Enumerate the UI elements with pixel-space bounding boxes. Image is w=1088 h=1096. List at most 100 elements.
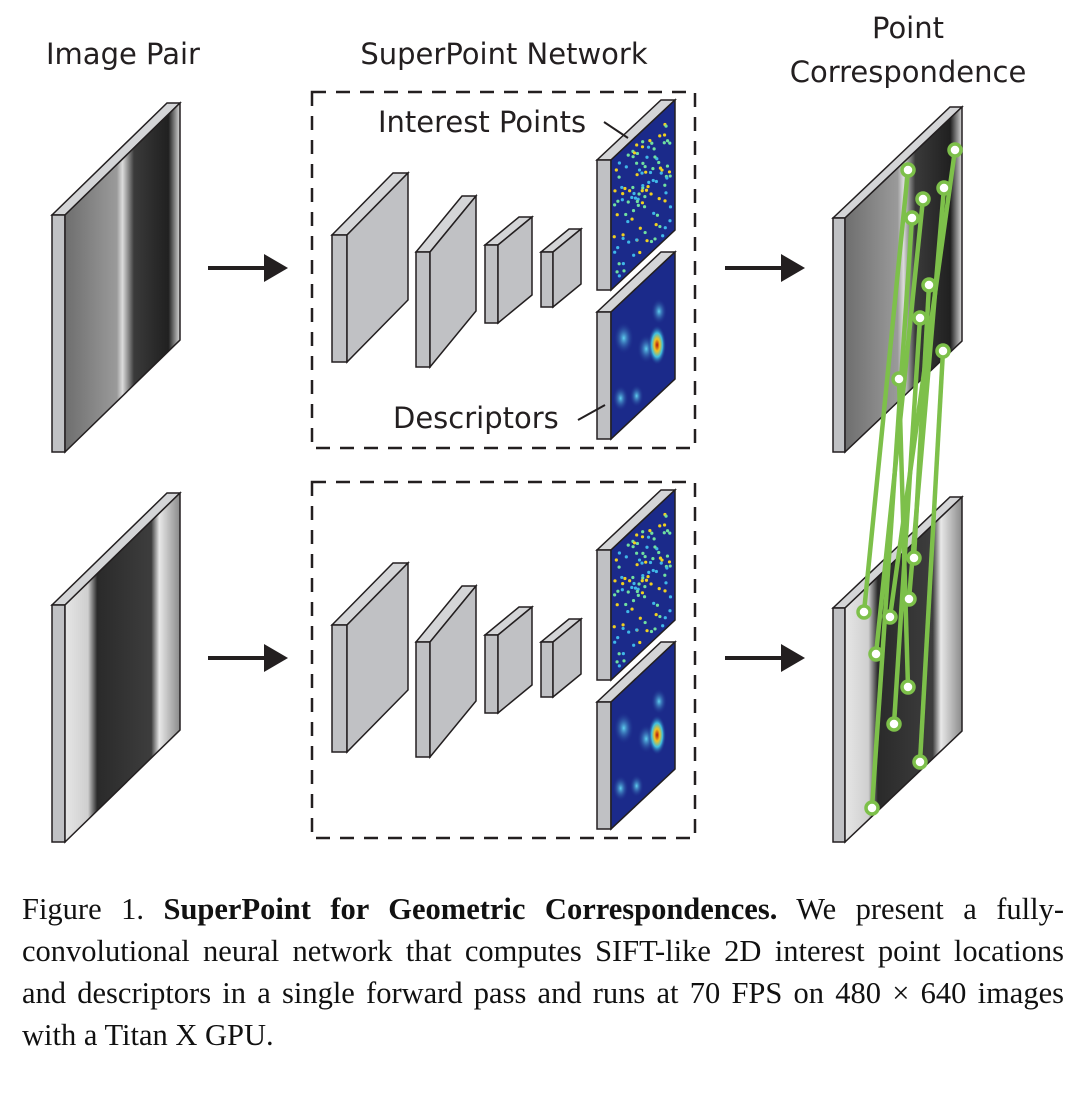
match-point	[864, 800, 880, 816]
layer2-top	[414, 193, 478, 370]
keypoint-dot	[648, 139, 652, 143]
keypoint-dot	[662, 531, 666, 535]
match-point	[904, 210, 920, 226]
keypoint-dot	[628, 189, 632, 193]
keypoint-dot	[621, 652, 625, 656]
keypoint-dot	[630, 607, 634, 611]
keypoint-dot	[624, 602, 628, 607]
keypoint-dot	[613, 189, 617, 193]
keypoint-dot	[617, 161, 621, 165]
output-image-top-face	[844, 105, 963, 454]
keypoint-dot	[633, 196, 638, 200]
keypoint-dot	[668, 564, 672, 568]
caption-label: Figure 1.	[22, 892, 144, 926]
match-point	[912, 754, 928, 770]
keypoint-dot	[640, 561, 644, 565]
descriptor-map-bottom-side	[596, 701, 612, 830]
keypoint-dot	[621, 262, 625, 266]
keypoint-dot	[663, 199, 667, 203]
keypoint-dot	[626, 153, 630, 157]
keypoint-dot	[668, 141, 672, 145]
keypoint-dot	[654, 223, 658, 227]
keypoint-dot	[641, 576, 645, 580]
keypoint-dot	[616, 199, 620, 203]
keypoint-dot	[630, 585, 634, 590]
keypoint-dot	[620, 198, 624, 202]
title-superpoint-network: SuperPoint Network	[360, 37, 647, 71]
keypoint-dot	[651, 178, 655, 183]
keypoint-dot	[621, 626, 625, 631]
keypoint-dot	[659, 561, 663, 565]
image-bottom-side	[51, 604, 66, 843]
keypoint-dot	[635, 173, 639, 177]
layer3-top-side	[484, 244, 499, 324]
keypoint-dot	[645, 629, 649, 633]
image-bottom	[50, 491, 182, 844]
interest-points-label: Interest Points	[378, 105, 586, 139]
keypoint-dot	[640, 171, 644, 175]
keypoint-dot	[649, 239, 654, 244]
keypoint-dot	[624, 555, 628, 559]
keypoint-dot	[635, 151, 640, 156]
layer2-top-side	[415, 251, 431, 368]
keypoint-dot	[652, 211, 656, 215]
keypoint-dot	[661, 624, 665, 628]
keypoint-dot	[615, 213, 619, 217]
descriptor-blob	[612, 775, 629, 802]
arrow-head-icon	[264, 644, 288, 672]
keypoint-dot	[635, 628, 639, 632]
keypoint-dot	[636, 203, 640, 207]
keypoint-dot	[668, 205, 673, 209]
layer1-top-face	[346, 171, 409, 364]
descriptor-map-top-side	[596, 311, 612, 440]
keypoint-dot	[632, 643, 636, 647]
keypoint-dot	[653, 545, 657, 549]
keypoint-dot	[638, 226, 642, 230]
keypoint-dot	[638, 616, 642, 620]
keypoint-dot	[645, 239, 649, 243]
keypoint-dot	[616, 636, 620, 640]
layer3-top-face	[497, 215, 533, 325]
keypoint-dot	[631, 185, 635, 190]
match-point	[915, 191, 931, 207]
match-line	[917, 350, 946, 763]
keypoint-dot	[644, 188, 649, 192]
figure-caption: Figure 1. SuperPoint for Geometric Corre…	[22, 888, 1064, 1056]
keypoint-dot	[635, 161, 639, 165]
keypoint-dot	[658, 166, 663, 170]
keypoint-dot	[653, 155, 657, 159]
caption-title: SuperPoint for Geometric Correspondences…	[163, 892, 778, 926]
keypoint-dot	[657, 160, 661, 165]
descriptor-blob	[612, 385, 629, 412]
keypoint-dot	[621, 236, 625, 241]
keypoint-dot	[647, 570, 651, 574]
keypoint-dot	[613, 640, 617, 644]
keypoint-dot	[626, 609, 630, 614]
keypoint-dot	[622, 659, 626, 663]
keypoint-dot	[665, 554, 670, 558]
keypoint-dot	[657, 550, 661, 555]
layer2-bottom	[414, 583, 478, 760]
keypoint-dot	[641, 573, 645, 578]
keypoint-dot	[631, 209, 636, 213]
interest-points-leader	[603, 121, 629, 139]
keypoint-dot	[640, 189, 644, 193]
keypoint-dot	[646, 535, 651, 539]
keypoint-dot	[641, 530, 645, 534]
keypoint-dot	[663, 573, 667, 577]
keypoint-dot	[641, 140, 645, 144]
keypoint-dot	[643, 554, 647, 559]
keypoint-dot	[640, 201, 645, 205]
keypoint-dot	[617, 565, 621, 569]
match-point	[947, 142, 963, 158]
keypoint-dot	[668, 174, 672, 178]
keypoint-dot	[658, 134, 662, 138]
match-point	[891, 371, 907, 387]
keypoint-dot	[621, 582, 625, 586]
match-line	[891, 317, 923, 725]
keypoint-dot	[640, 579, 644, 583]
keypoint-dot	[613, 250, 617, 254]
keypoint-dot	[643, 164, 647, 169]
match-point	[901, 591, 917, 607]
descriptor-blob	[629, 384, 644, 408]
